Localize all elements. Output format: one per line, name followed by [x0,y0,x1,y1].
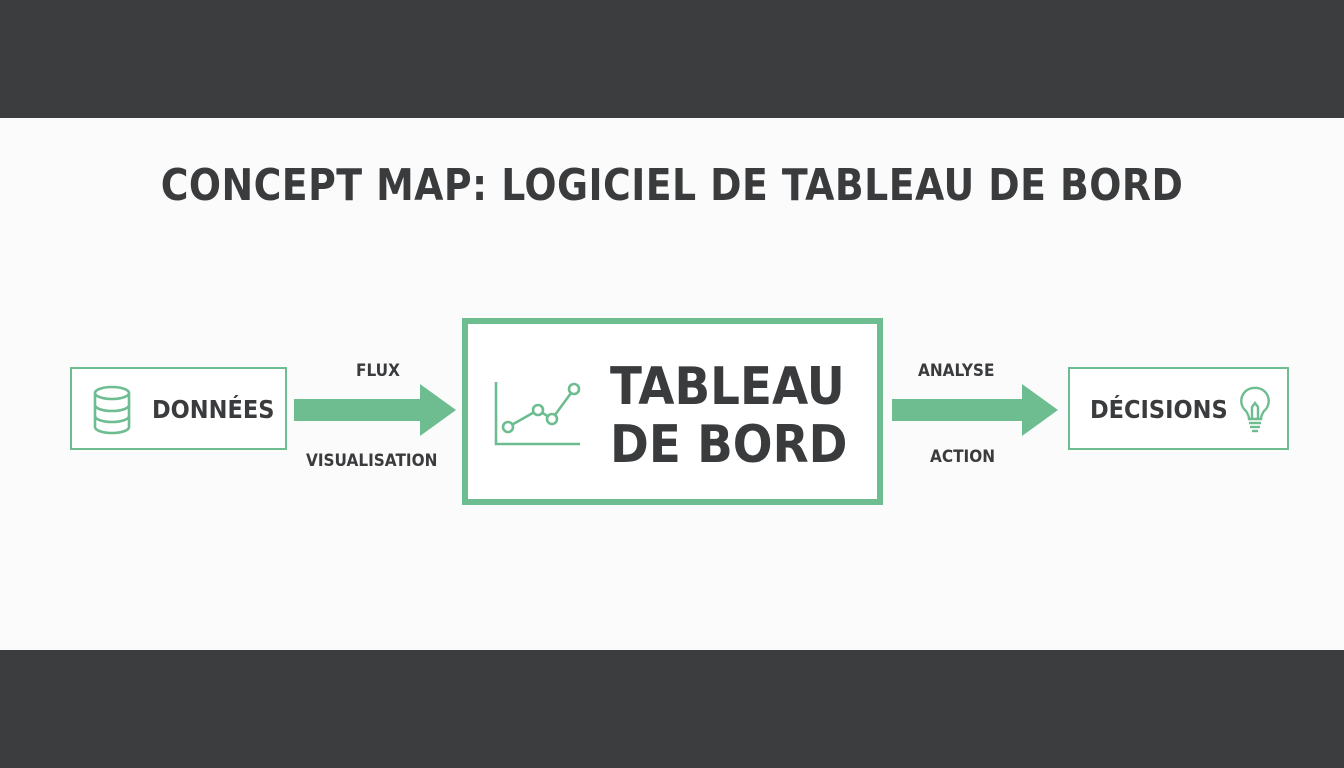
edge-arrow-left [294,384,456,436]
edge-label-analyse: ANALYSE [918,361,995,381]
node-donnees-label: DONNÉES [152,395,275,424]
top-band [0,0,1344,118]
lightbulb-icon [1240,386,1270,433]
diagram-title: CONCEPT MAP: LOGICIEL DE TABLEAU DE BORD [160,160,1184,211]
line-chart-icon [494,382,581,446]
node-tableau-de-bord-line1: TABLEAU [610,357,845,417]
edge-arrow-right [892,384,1058,436]
node-decisions: DÉCISIONS [1068,367,1289,450]
bottom-band [0,650,1344,768]
node-tableau-de-bord: TABLEAU DE BORD [462,318,883,505]
edge-label-action: ACTION [930,447,996,467]
node-tableau-de-bord-line2: DE BORD [610,415,848,475]
node-donnees: DONNÉES [70,367,287,450]
edge-label-visualisation: VISUALISATION [306,451,438,471]
database-icon [93,385,131,435]
node-decisions-label: DÉCISIONS [1090,395,1228,424]
node-tableau-de-bord-label: TABLEAU DE BORD [610,358,847,474]
edge-label-flux: FLUX [356,361,400,381]
